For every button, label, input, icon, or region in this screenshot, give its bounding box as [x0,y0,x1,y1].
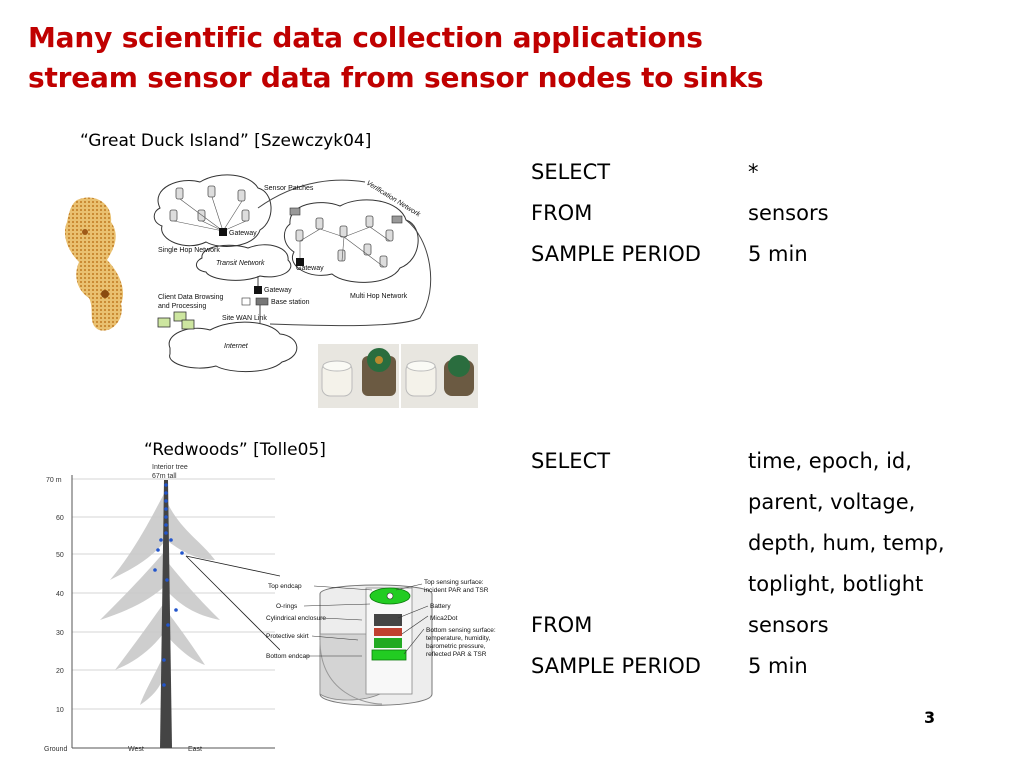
label-bottom-surface-1: Bottom sensing surface: [426,627,496,634]
label-bottom-surface-2: temperature, humidity, [426,635,490,642]
gateway-icon [254,286,262,294]
query-keyword: FROM [531,613,593,637]
label-top-endcap: Top endcap [268,583,302,590]
label-battery: Battery [430,603,451,610]
slide-title: Many scientific data collection applicat… [28,18,928,98]
label-mica: Mica2Dot [430,615,458,622]
query-keyword: SELECT [531,449,611,473]
page-number: 3 [924,708,936,727]
label-bottom-endcap: Bottom endcap [266,653,310,660]
label-tree-height: 67m tall [152,473,177,480]
axis-tick: 30 [56,630,64,637]
axis-tick: 70 m [46,477,62,484]
axis-tick: 10 [56,707,64,714]
label-gateway-2: Gateway [296,265,324,272]
label-site-wan: Site WAN Link [222,315,267,322]
query-keyword: FROM [531,201,593,225]
label-internet: Internet [224,343,249,350]
label-sensor-patches: Sensor Patches [264,185,314,192]
axis-tick: 40 [56,591,64,598]
label-bottom-surface-4: reflected PAR & TSR [426,651,487,658]
mote-hardware-photo [318,344,478,408]
label-interior-tree: Interior tree [152,464,188,471]
label-verification-network: Verification Network [365,180,422,219]
bottom-sensor-board [371,649,407,661]
query-value: 5 min [748,654,808,678]
client-computer-icon [157,311,195,330]
tree-trunk [160,480,172,748]
label-top-surface-1: Top sensing surface: [424,579,484,586]
multi-hop-cloud [284,199,419,283]
tree-sensor-dots [153,483,184,687]
gdi-network-diagram: Sensor Patches Verification Network Gate… [153,174,432,373]
query-keyword: SAMPLE PERIOD [531,654,701,678]
gateway-icon [219,228,227,236]
label-gateway-1: Gateway [229,230,257,237]
tree-foliage [100,490,220,705]
label-east: East [188,746,202,753]
title-line-2: stream sensor data from sensor nodes to … [28,61,764,94]
query-value: toplight, botlight [748,572,924,596]
label-client-2: and Processing [158,303,206,310]
query-value: * [748,160,759,184]
query-value: depth, hum, temp, [748,531,945,555]
title-line-1: Many scientific data collection applicat… [28,21,703,54]
label-client-1: Client Data Browsing [158,294,223,301]
axis-tick: Ground [44,746,67,753]
query-value: sensors [748,613,829,637]
base-station-icon [255,297,269,306]
query-keyword: SAMPLE PERIOD [531,242,701,266]
label-gateway-3: Gateway [264,287,292,294]
sensor-node-cutaway-figure: Top endcap O-rings Cylindrical enclosure… [266,579,496,706]
gdi-caption: “Great Duck Island” [Szewczyk04] [80,131,372,151]
axis-tick: 20 [56,668,64,675]
single-hop-cloud [153,174,272,247]
island-map-image [64,197,124,331]
query-value: 5 min [748,242,808,266]
label-orings: O-rings [276,603,298,610]
gateway-icon [296,258,304,266]
axis-tick: 60 [56,515,64,522]
query-value: parent, voltage, [748,490,916,514]
label-bottom-surface-3: barometric pressure, [426,643,486,650]
axis-tick: 50 [56,552,64,559]
redwoods-caption: “Redwoods” [Tolle05] [144,440,326,460]
query-value: sensors [748,201,829,225]
label-cylindrical: Cylindrical enclosure [266,615,326,622]
label-top-surface-2: incident PAR and TSR [424,587,489,594]
label-transit: Transit Network [216,260,265,267]
internet-cloud [168,321,298,373]
redwood-tree-figure: Interior tree 67m tall 70 m 60 50 40 30 … [44,464,280,753]
label-multi-hop: Multi Hop Network [350,293,408,300]
label-skirt: Protective skirt [266,633,309,640]
query-keyword: SELECT [531,160,611,184]
label-west: West [128,746,144,753]
label-single-hop: Single Hop Network [158,247,220,254]
transit-cloud [196,244,292,281]
label-base-station: Base station [271,299,310,306]
query-value: time, epoch, id, [748,449,912,473]
